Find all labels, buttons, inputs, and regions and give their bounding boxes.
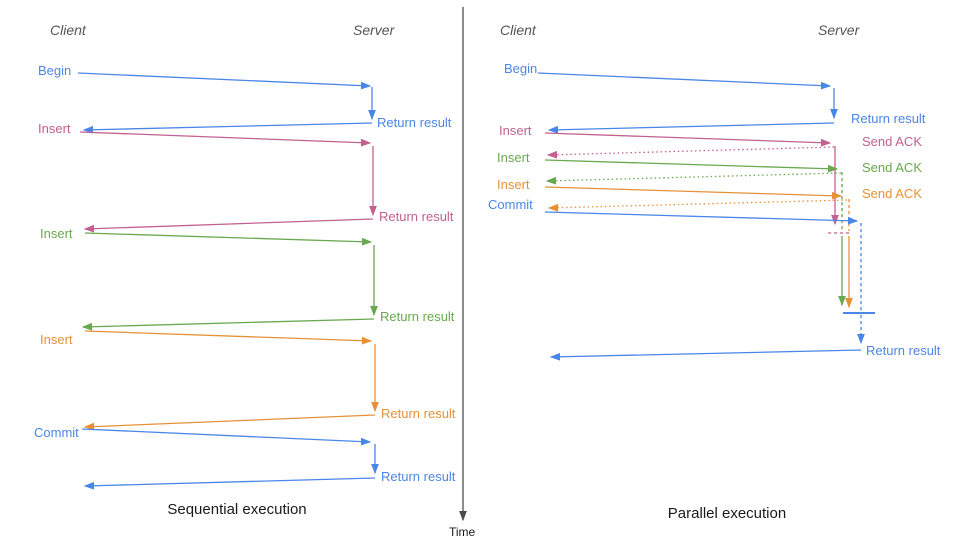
seq-insert3-label: Insert [40,332,73,347]
seq-insert1-request-arrow [79,131,372,147]
par-final-return-arrow [549,349,862,361]
par-insert2-label: Insert [497,150,530,165]
seq-insert1-label: Insert [38,121,71,136]
seq-insert1-return-arrow [83,218,374,233]
par-commit-request-arrow [544,211,859,225]
seq-commit-request-arrow [81,428,372,446]
seq-return-result-1: Return result [377,115,452,130]
par-send-ack-1: Send ACK [862,134,922,149]
seq-commit-return-arrow [83,477,376,490]
seq-return-result-5: Return result [381,469,456,484]
seq-return-result-2: Return result [379,209,454,224]
par-send-ack-2: Send ACK [862,160,922,175]
seq-insert2-label: Insert [40,226,73,241]
seq-begin-label: Begin [38,63,72,78]
par-send-ack-3: Send ACK [862,186,922,201]
seq-insert3-return-arrow [83,414,376,431]
sequential-title: Sequential execution [167,501,307,518]
seq-insert2-return-arrow [81,318,375,331]
par-commit-label: Commit [488,197,533,212]
par-insert3-request-arrow [544,186,843,200]
par-insert3-label: Insert [497,177,530,192]
time-axis-label: Time [449,525,476,539]
seq-insert3-request-arrow [84,330,373,345]
par-insert1-ack-dotted-arrow [546,146,835,159]
seq-begin-return-arrow [82,122,373,134]
par-insert2-request-arrow [544,159,839,173]
par-begin-return-arrow [547,122,835,134]
parallel-panel-lines [537,72,875,361]
seq-return-result-3: Return result [380,309,455,324]
par-server-header: Server [818,22,860,38]
seq-client-header: Client [50,22,86,38]
par-insert3-ack-dotted-arrow [547,199,848,212]
seq-commit-label: Commit [34,425,79,440]
seq-server-header: Server [353,22,395,38]
par-return-result-2: Return result [866,343,941,358]
sequential-panel-lines [77,72,379,490]
par-insert1-label: Insert [499,123,532,138]
par-begin-label: Begin [504,61,538,76]
seq-insert2-request-arrow [84,232,373,246]
parallel-title: Parallel execution [667,505,787,522]
par-client-header: Client [500,22,536,38]
par-insert2-ack-dotted-arrow [545,172,842,185]
seq-begin-request-arrow [77,72,372,90]
seq-return-result-4: Return result [381,406,456,421]
par-return-result-1: Return result [851,111,926,126]
par-begin-request-arrow [537,72,832,90]
par-insert1-request-arrow [544,132,832,147]
